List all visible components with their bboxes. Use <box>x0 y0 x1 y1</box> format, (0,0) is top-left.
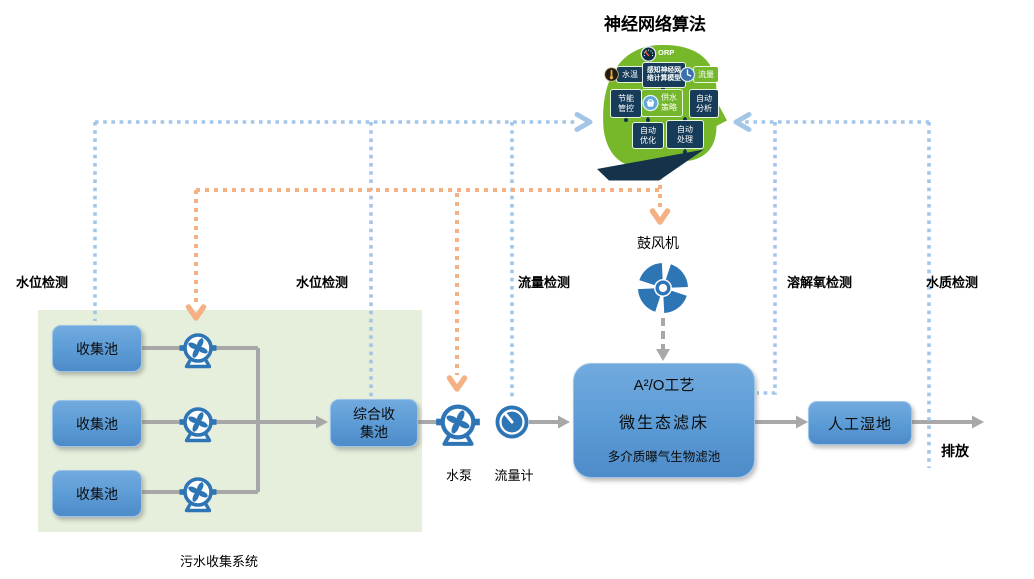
water-pump-label: 水泵 <box>445 468 472 483</box>
brain-energy-line2: 管控 <box>618 103 634 113</box>
brain-orp-label: ORP <box>658 48 675 57</box>
blower-fan-icon <box>638 263 688 313</box>
sensor-arrowheads <box>574 112 752 132</box>
label-water-level-2: 水位检测 <box>296 275 349 290</box>
label-dissolved-oxygen: 溶解氧检测 <box>787 275 853 290</box>
discharge-label: 排放 <box>941 443 969 459</box>
brain-model-block: 感知神经网 络计算模型 <box>643 63 685 87</box>
blower-label: 鼓风机 <box>637 235 679 251</box>
brain-energy-line1: 节能 <box>618 93 634 103</box>
brain-supply-line2: 策略 <box>661 103 677 112</box>
page-title: 神经网络算法 <box>604 15 706 34</box>
reactor-line3: 多介质曝气生物滤池 <box>607 450 721 464</box>
brain-analysis-block: 自动 分析 <box>690 90 718 117</box>
brain-analysis-line1: 自动 <box>696 93 712 103</box>
brain-process-block: 自动 处理 <box>667 121 703 148</box>
combined-pool-box: 综合收 集池 <box>330 399 418 447</box>
combined-pool-line2: 集池 <box>360 424 388 440</box>
label-flow-detect: 流量检测 <box>518 275 571 290</box>
collection-pool-box: 收集池 <box>52 400 142 447</box>
collection-pool-box: 收集池 <box>52 325 142 372</box>
blower-feed-line <box>656 318 670 361</box>
water-pump-icon <box>436 407 480 444</box>
label-water-level-1: 水位检测 <box>16 275 69 290</box>
brain-model-line2: 络计算模型 <box>647 75 681 82</box>
collection-system-label: 污水收集系统 <box>180 554 259 569</box>
brain-optimize-block: 自动 优化 <box>633 123 663 148</box>
wetland-box: 人工湿地 <box>808 401 912 445</box>
flowmeter-icon <box>495 405 529 439</box>
flowmeter-label: 流量计 <box>494 468 534 483</box>
flow-lines <box>140 346 972 494</box>
brain-process-line1: 自动 <box>677 124 693 134</box>
collection-pool-box: 收集池 <box>52 470 142 517</box>
brain-supply-block: 供水 策略 <box>642 90 682 116</box>
control-lines <box>194 176 662 375</box>
brain-optimize-line2: 优化 <box>640 135 656 145</box>
pool-pump-icon <box>177 477 219 513</box>
combined-pool-line1: 综合收 <box>353 405 395 422</box>
brain-model-line1: 感知神经网 <box>647 66 681 74</box>
control-arrowheads <box>185 208 671 392</box>
reactor-line1: A²/O工艺 <box>633 377 695 394</box>
brain-flow-block: 流量 <box>694 67 718 82</box>
brain-energy-block: 节能 管控 <box>611 90 641 117</box>
reactor-box: A²/O工艺 微生态滤床 多介质曝气生物滤池 <box>573 363 755 478</box>
sensor-lines <box>93 120 931 468</box>
pool-pump-icon <box>177 407 219 443</box>
flow-arrowheads <box>316 415 984 429</box>
brain-process-line2: 处理 <box>677 134 693 144</box>
reactor-line2: 微生态滤床 <box>618 414 709 432</box>
brain-optimize-line1: 自动 <box>640 125 656 135</box>
brain-water-temp-block: 水温 <box>617 67 643 82</box>
pool-pump-icon <box>177 333 219 369</box>
brain-analysis-line2: 分析 <box>696 103 712 113</box>
label-water-quality: 水质检测 <box>926 275 979 290</box>
brain-supply-line1: 供水 <box>661 93 677 102</box>
